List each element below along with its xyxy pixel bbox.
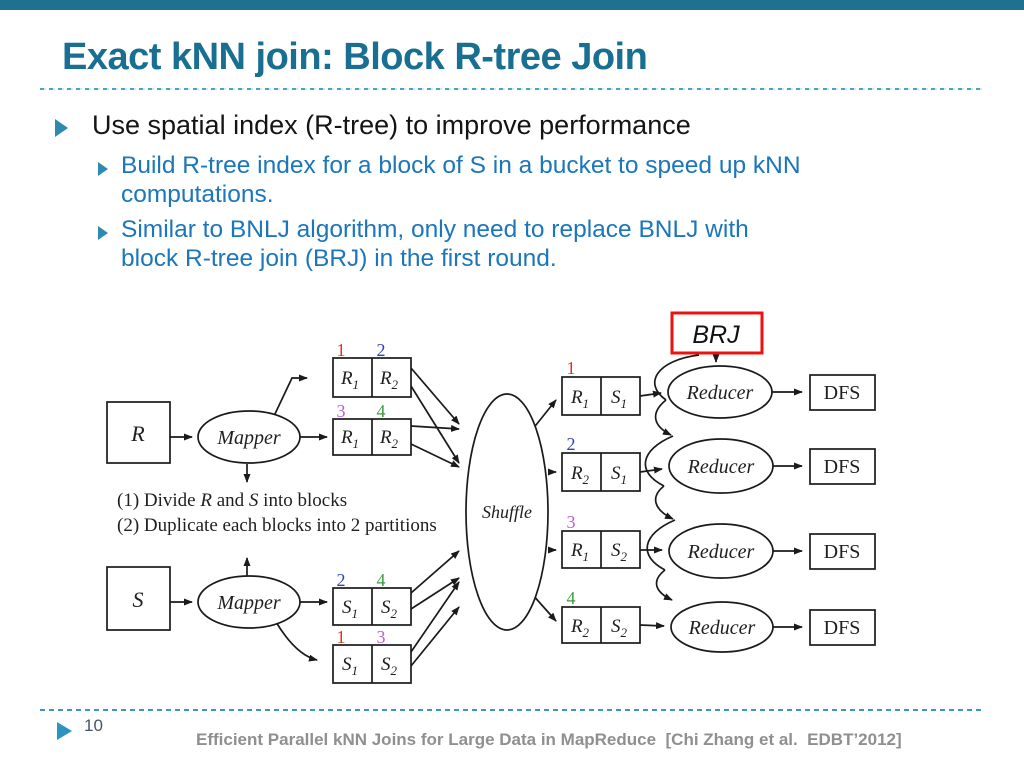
brj-label: BRJ (692, 321, 740, 349)
reducer-node-2: Reducer (668, 438, 774, 494)
reducer-label: Reducer (687, 541, 755, 563)
partition-number: 1 (337, 627, 346, 647)
partition-row-s-1: 2 4 S1 S2 (332, 570, 412, 626)
partition-number: 1 (567, 358, 576, 378)
reducer-node-3: Reducer (668, 523, 774, 579)
bullet-sub-1-line-2: computations. (121, 181, 274, 208)
dfs-label: DFS (824, 382, 861, 404)
diagram-caption-1: (1) Divide R and S into blocks (117, 490, 347, 511)
diagram-arrows (170, 354, 803, 667)
footer-triangle-icon (57, 722, 72, 740)
source-r-label: R (130, 421, 145, 446)
partition-number: 1 (337, 340, 346, 360)
dfs-node-1: DFS (809, 374, 876, 411)
top-accent-bar (0, 0, 1024, 10)
source-s-node: S (106, 566, 171, 631)
mapper-node-r: Mapper (197, 410, 301, 464)
block-label: R1 (570, 387, 589, 411)
partition-number: 4 (377, 570, 386, 590)
partition-number: 4 (567, 588, 576, 608)
mapper-label: Mapper (216, 592, 281, 614)
block-label: R2 (570, 463, 590, 487)
block-label: R2 (379, 427, 399, 451)
slide-title: Exact kNN join: Block R-tree Join (62, 36, 648, 78)
partition-number: 2 (567, 434, 576, 454)
dfs-label: DFS (824, 456, 861, 478)
partition-number: 2 (377, 340, 386, 360)
dfs-node-2: DFS (809, 448, 876, 485)
diagram-caption-2: (2) Duplicate each blocks into 2 partiti… (117, 515, 437, 536)
join-pair-3: 3 R1 S2 (561, 512, 641, 569)
block-label: S1 (342, 654, 358, 678)
reducer-label: Reducer (686, 382, 754, 404)
block-label: R1 (570, 540, 589, 564)
bullet-sub-1: Build R-tree index for a block of S in a… (121, 151, 801, 209)
mapper-node-s: Mapper (197, 575, 301, 629)
partition-row-r-2: 3 4 R1 R2 (332, 401, 412, 456)
block-label: R1 (340, 368, 359, 392)
bullet-sub-2-line-2: block R-tree join (BRJ) in the first rou… (121, 245, 557, 272)
block-label: S1 (342, 597, 358, 621)
dfs-label: DFS (824, 541, 861, 563)
source-r-node: R (106, 401, 171, 464)
footer-citation: Efficient Parallel kNN Joins for Large D… (196, 730, 902, 749)
dfs-node-4: DFS (809, 609, 876, 646)
partition-row-r-1: 1 2 R1 R2 (332, 340, 412, 398)
block-label: S2 (611, 616, 628, 640)
reducer-label: Reducer (688, 617, 756, 639)
bullet-triangle-icon (98, 226, 108, 240)
join-pair-4: 4 R2 S2 (561, 588, 641, 644)
partition-number: 2 (337, 570, 346, 590)
block-label: S2 (381, 597, 398, 621)
title-divider-dashed-line (40, 88, 984, 90)
dfs-label: DFS (824, 617, 861, 639)
shuffle-label: Shuffle (482, 502, 532, 522)
reducer-node-1: Reducer (667, 365, 773, 419)
page-number: 10 (84, 716, 103, 735)
footer-divider-dashed-line (40, 709, 984, 711)
join-pair-1: 1 R1 S1 (561, 358, 641, 416)
bullet-main: Use spatial index (R-tree) to improve pe… (92, 110, 691, 140)
block-label: S2 (381, 654, 398, 678)
source-s-label: S (133, 587, 144, 612)
join-pair-2: 2 R2 S1 (561, 434, 641, 492)
partition-number: 3 (337, 401, 346, 421)
shuffle-node: Shuffle (465, 393, 549, 631)
block-label: R1 (340, 427, 359, 451)
partition-number: 3 (377, 627, 386, 647)
dfs-node-3: DFS (809, 533, 876, 570)
block-label: R2 (379, 368, 399, 392)
block-label: S1 (611, 463, 627, 487)
block-label: S1 (611, 387, 627, 411)
brj-callout: BRJ (670, 311, 764, 355)
bullet-triangle-icon (98, 162, 108, 176)
bullet-sub-2-line-1: Similar to BNLJ algorithm, only need to … (121, 216, 749, 243)
block-label: S2 (611, 540, 628, 564)
partition-number: 3 (567, 512, 576, 532)
bullet-sub-2: Similar to BNLJ algorithm, only need to … (121, 215, 749, 273)
reducer-label: Reducer (687, 456, 755, 478)
mapper-label: Mapper (216, 427, 281, 449)
bullet-triangle-icon (55, 119, 68, 137)
reducer-node-4: Reducer (670, 601, 774, 653)
bullet-sub-1-line-1: Build R-tree index for a block of S in a… (121, 152, 801, 179)
partition-number: 4 (377, 401, 386, 421)
partition-row-s-2: 1 3 S1 S2 (332, 627, 412, 684)
block-label: R2 (570, 616, 590, 640)
